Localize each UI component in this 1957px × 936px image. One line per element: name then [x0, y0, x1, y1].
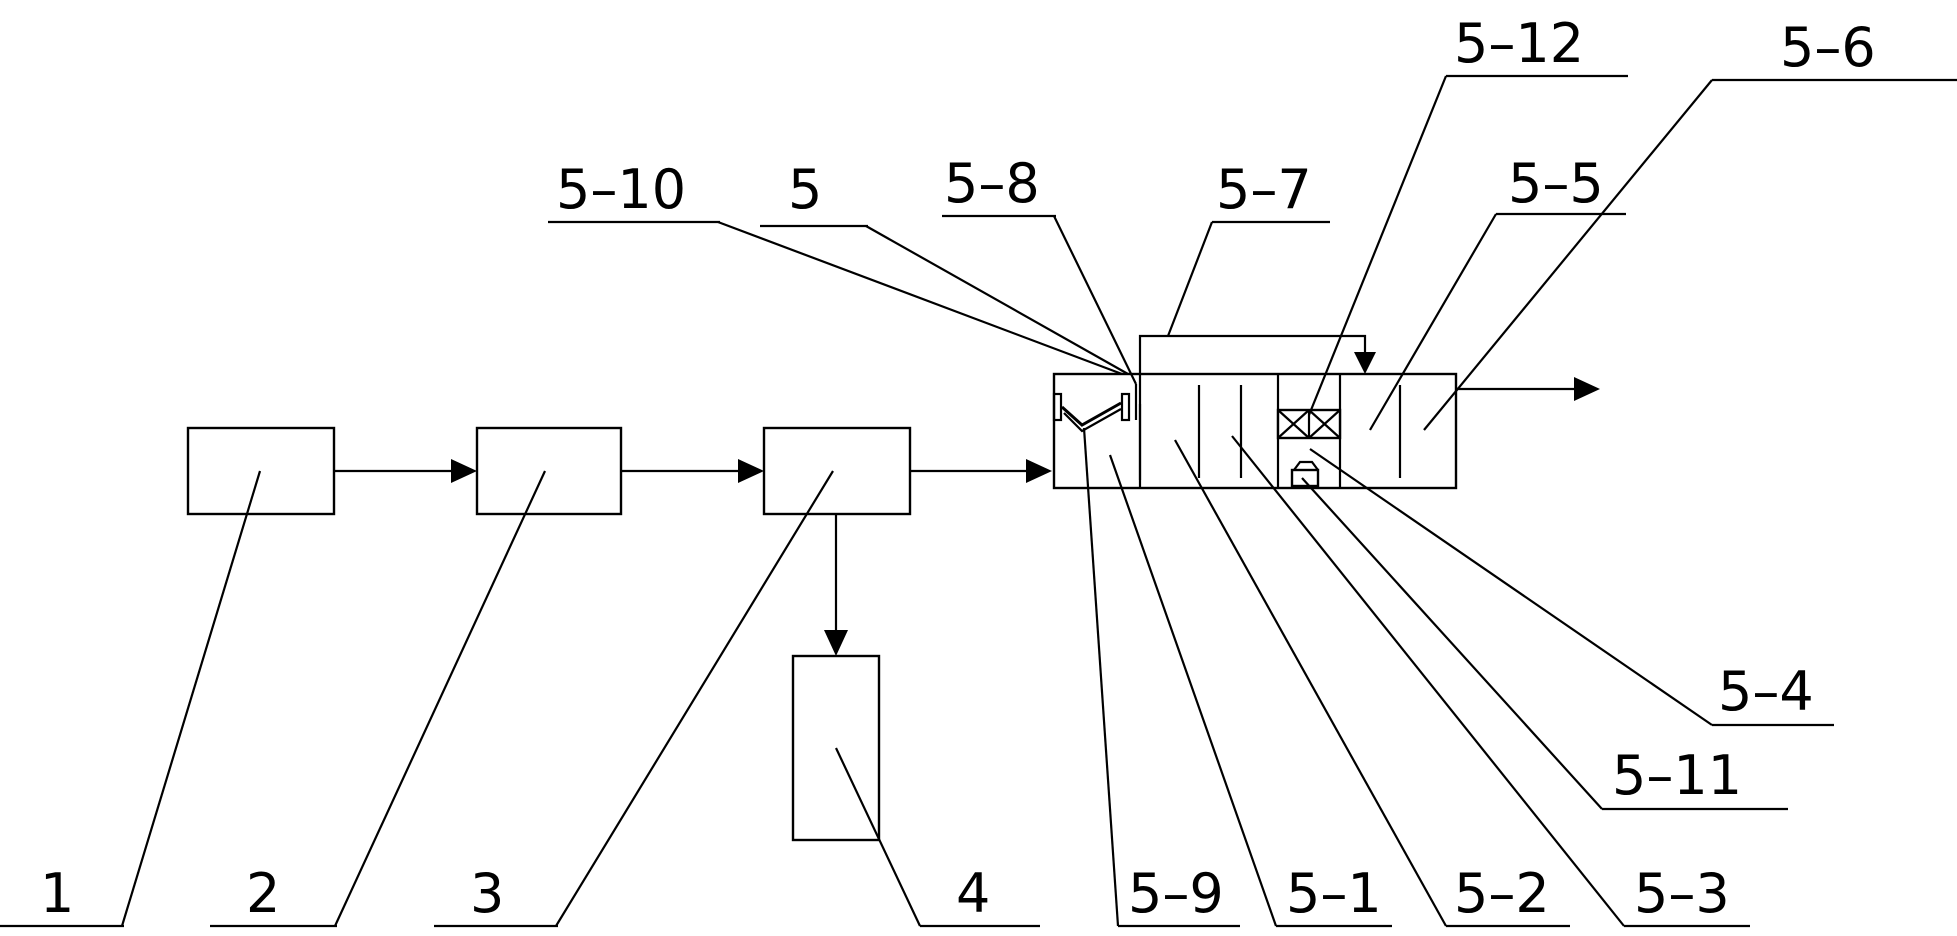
leader-3: [555, 470, 834, 927]
return-pipe-arrowhead: [1354, 352, 1376, 374]
leader-5-6: [1423, 79, 1713, 431]
leader-5-2: [1174, 439, 1447, 927]
filter-cross-4: [1308, 409, 1341, 439]
leader-5-1: [1108, 454, 1278, 927]
label-5-11: 5–11: [1612, 744, 1742, 807]
unit-5-tank: [1052, 372, 1458, 490]
label-1: 1: [40, 862, 74, 925]
arrowhead-1-to-2: [451, 459, 477, 483]
leader-5-12: [1307, 75, 1448, 416]
leader-5-7: [1166, 221, 1214, 337]
label-5-12: 5–12: [1454, 12, 1584, 75]
label-5-10: 5–10: [556, 158, 686, 221]
leader-5: [865, 225, 1129, 375]
label-4: 4: [956, 862, 990, 925]
label-5-2: 5–2: [1454, 862, 1550, 925]
pump-5-11-top: [1293, 460, 1319, 471]
leader-5-8: [1053, 215, 1137, 385]
unit-2-box: [475, 426, 623, 516]
label-5-4: 5–4: [1718, 660, 1814, 723]
leader-1: [120, 470, 262, 927]
leader-5-3: [1231, 435, 1625, 927]
label-5-8: 5–8: [944, 152, 1040, 215]
leader-5-10: [717, 220, 1123, 376]
label-5-1: 5–1: [1286, 862, 1382, 925]
leader-4: [835, 747, 921, 927]
leader-5-5: [1369, 213, 1497, 431]
return-pipe-5-7: [1138, 334, 1367, 374]
inclined-screen-texture: [1063, 408, 1122, 433]
unit-3-box: [762, 426, 912, 516]
label-2: 2: [246, 862, 280, 925]
arrowhead-3-to-5: [1026, 459, 1052, 483]
leader-5-9: [1082, 427, 1120, 927]
arrowhead-2-to-3: [738, 459, 764, 483]
unit-1-box: [186, 426, 336, 516]
leader-5-11: [1301, 477, 1603, 810]
label-5-3: 5–3: [1634, 862, 1730, 925]
label-5-5: 5–5: [1508, 152, 1604, 215]
label-3: 3: [470, 862, 504, 925]
leader-5-4: [1309, 448, 1713, 726]
leader-2: [334, 470, 546, 927]
screen-left-block: [1052, 392, 1063, 422]
label-5-7: 5–7: [1216, 158, 1312, 221]
label-5: 5: [788, 158, 822, 221]
outlet-arrowhead: [1574, 377, 1600, 401]
arrowhead-3-to-4: [824, 630, 848, 656]
filter-cross-2: [1277, 409, 1310, 439]
screen-right-block: [1120, 392, 1131, 422]
label-5-9: 5–9: [1128, 862, 1224, 925]
inclined-screen-5-10: [1060, 401, 1122, 427]
label-5-6: 5–6: [1780, 16, 1876, 79]
pump-5-11: [1290, 468, 1320, 488]
